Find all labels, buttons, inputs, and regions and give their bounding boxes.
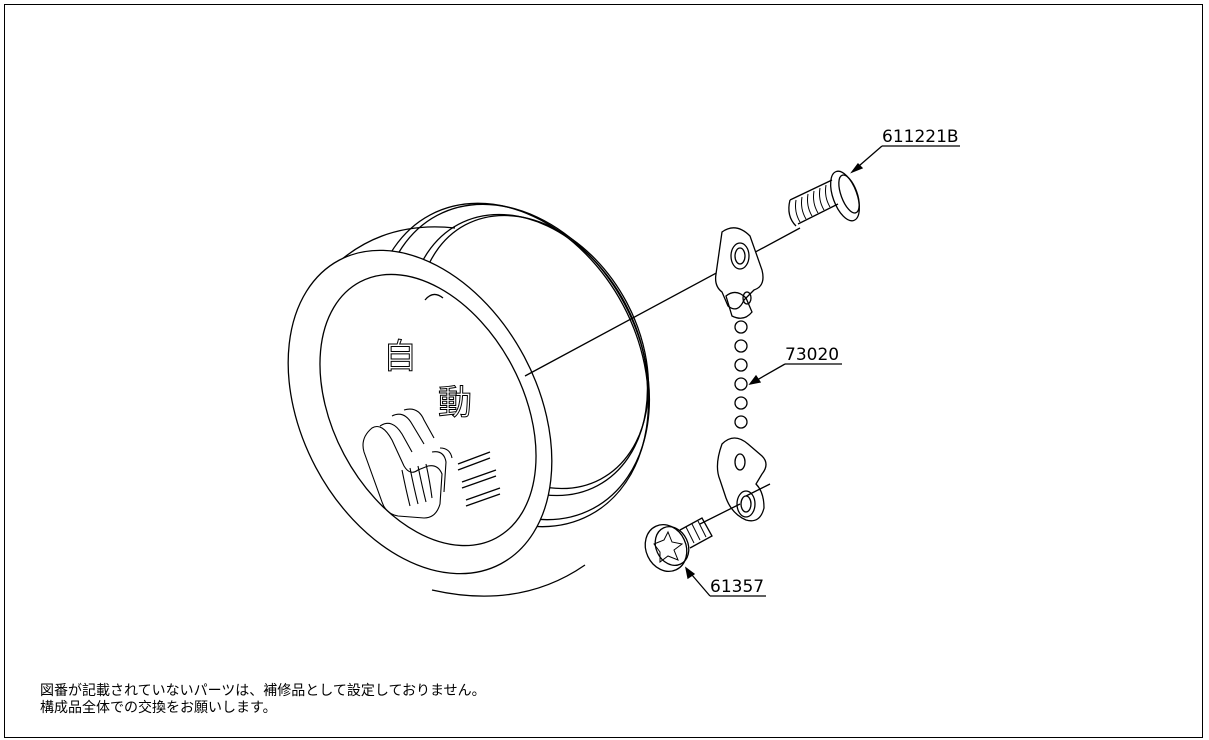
callout-label-611221B: 611221B — [882, 127, 959, 147]
chain-part — [714, 227, 771, 522]
water-lines-icon — [457, 451, 501, 507]
callout-73020: 73020 — [748, 345, 842, 385]
callout-label-73020: 73020 — [785, 345, 839, 365]
footnote-line-1: 図番が記載されていないパーツは、補修品として設定しておりません。 — [40, 683, 486, 699]
drawing-frame — [4, 4, 1203, 738]
mounting-screw-part — [644, 503, 741, 572]
assembly-axis-line — [524, 227, 801, 377]
sensor-screw-part — [788, 170, 861, 227]
hand-icon — [362, 408, 453, 519]
footnote: 図番が記載されていないパーツは、補修品として設定しておりません。 構成品全体での… — [40, 683, 486, 717]
face-markings: 自 動 — [362, 337, 501, 519]
face-char-2: 動 — [438, 383, 472, 423]
callout-61357: 61357 — [685, 566, 766, 597]
callout-label-61357: 61357 — [710, 577, 764, 597]
footnote-line-2: 構成品全体での交換をお願いします。 — [40, 700, 277, 716]
callout-611221B: 611221B — [850, 127, 960, 174]
face-char-1: 自 — [383, 337, 417, 377]
